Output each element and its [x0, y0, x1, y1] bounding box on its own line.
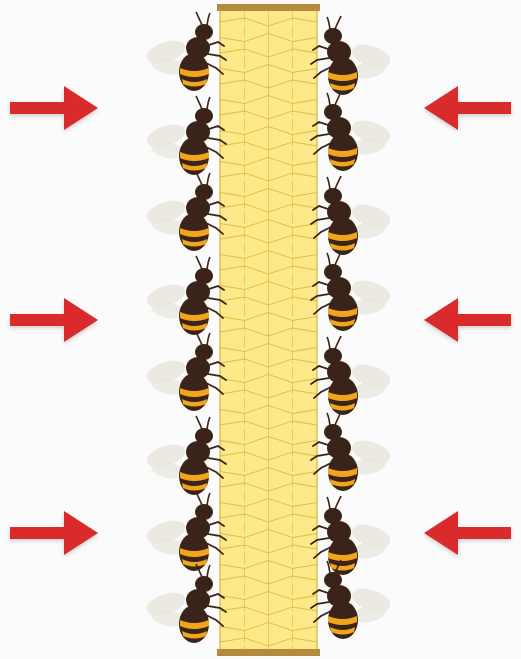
bee-thorax [186, 517, 210, 539]
bee [311, 560, 393, 639]
bee-head [324, 572, 342, 588]
bee [144, 256, 226, 335]
bee [144, 332, 226, 411]
bee-thorax [327, 361, 351, 383]
bee [311, 92, 393, 171]
arrow-left-icon [424, 86, 511, 130]
bee [311, 496, 393, 575]
arrow-shape [10, 511, 98, 555]
bee [311, 336, 393, 415]
arrow-shape [424, 86, 511, 130]
bee-head [195, 184, 213, 200]
bee-thorax [327, 437, 351, 459]
right-bee-column [311, 16, 393, 639]
bee-head [324, 104, 342, 120]
bee [144, 492, 226, 571]
bee-head [195, 428, 213, 444]
bee-thorax [327, 521, 351, 543]
arrow-right-icon [10, 298, 98, 342]
bee-head [324, 424, 342, 440]
bee [144, 12, 226, 91]
arrow-shape [10, 86, 98, 130]
bee-head [324, 28, 342, 44]
bee-thorax [327, 117, 351, 139]
bee [311, 176, 393, 255]
bee-thorax [186, 121, 210, 143]
bee-head [324, 348, 342, 364]
bee-thorax [327, 277, 351, 299]
bee-head [195, 24, 213, 40]
bee-antennae [196, 96, 210, 110]
bee-antennae [327, 336, 341, 350]
bee-thorax [186, 441, 210, 463]
arrow-left-icon [424, 298, 511, 342]
bee [311, 16, 393, 95]
bee-antennae [196, 256, 210, 270]
bee-head [324, 188, 342, 204]
bee [144, 416, 226, 495]
bee-antennae [196, 416, 210, 430]
bee-head [195, 268, 213, 284]
bee-thorax [186, 37, 210, 59]
arrow-right-icon [10, 86, 98, 130]
bee-antennae [327, 176, 341, 190]
bee-thorax [186, 357, 210, 379]
bee [311, 412, 393, 491]
frame-bar-bottom [217, 649, 320, 656]
left-bee-column [144, 12, 226, 643]
bee-thorax [186, 589, 210, 611]
arrow-shape [10, 298, 98, 342]
bee-thorax [327, 201, 351, 223]
bee-thorax [186, 281, 210, 303]
bee-antennae [196, 12, 210, 26]
arrow-left-icon [424, 511, 511, 555]
bee-head [195, 576, 213, 592]
bee [144, 172, 226, 251]
bee [311, 252, 393, 331]
bee-head [195, 108, 213, 124]
arrow-right-icon [10, 511, 98, 555]
frame-bar-top [217, 4, 320, 11]
bee-head [195, 504, 213, 520]
bee-thorax [327, 41, 351, 63]
arrow-shape [424, 298, 511, 342]
bee-thorax [186, 197, 210, 219]
bee [144, 96, 226, 175]
bee-thorax [327, 585, 351, 607]
honeycomb-wall [217, 4, 320, 656]
bee-antennae [327, 16, 341, 30]
bee [144, 564, 226, 643]
bee-head [324, 264, 342, 280]
bee-head [195, 344, 213, 360]
arrow-shape [424, 511, 511, 555]
bee-antennae [327, 496, 341, 510]
bee-head [324, 508, 342, 524]
